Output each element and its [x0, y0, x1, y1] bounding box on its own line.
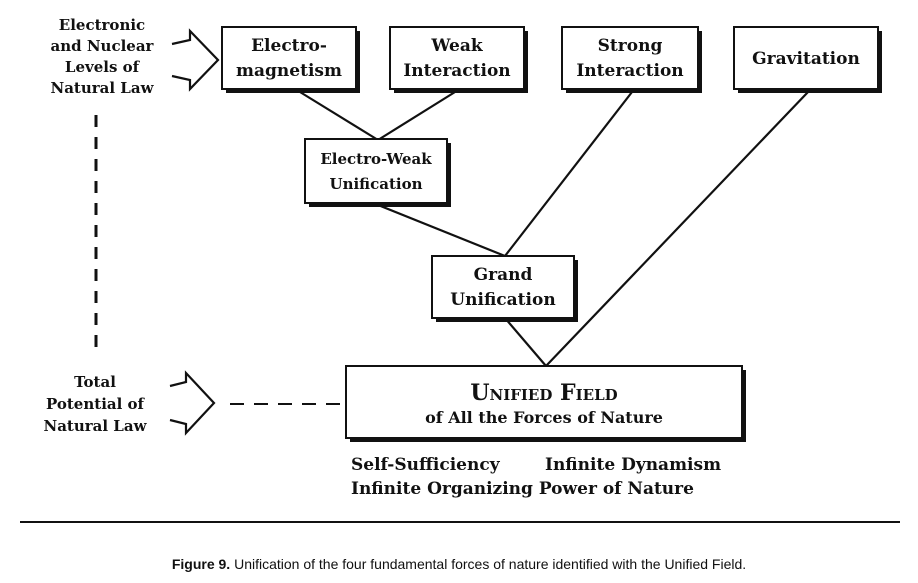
quality-self-sufficiency: Self-Sufficiency — [351, 455, 501, 475]
electroweak-unification-box: Electro-Weak Unification — [304, 138, 451, 207]
gravitation-label: Gravitation — [752, 49, 860, 69]
bottom-arrow-icon — [169, 370, 216, 436]
gravitation-box: Gravitation — [733, 26, 882, 93]
grand-line-1: Grand — [474, 265, 533, 285]
left-bottom-line-3: Natural Law — [44, 417, 148, 435]
unified-field-title: Unified Field — [470, 380, 617, 406]
unified-field-box: Unified Field of All the Forces of Natur… — [345, 365, 746, 442]
total-potential-label: Total Potential of Natural Law — [44, 373, 148, 435]
electroweak-line-2: Unification — [330, 175, 423, 193]
connector-electroweak-to-grand — [377, 203, 506, 258]
qualities-text: Self-Sufficiency Infinite Dynamism Infin… — [351, 455, 721, 499]
left-bottom-line-1: Total — [74, 373, 116, 391]
weak-line-1: Weak — [430, 36, 484, 56]
electroweak-line-1: Electro-Weak — [320, 150, 432, 168]
electronic-nuclear-levels-label: Electronic and Nuclear Levels of Natural… — [51, 16, 155, 97]
quality-organizing-power: Infinite Organizing Power of Nature — [351, 479, 694, 499]
electromagnetism-box: Electro- magnetism — [221, 26, 360, 93]
left-top-line-1: Electronic — [59, 16, 145, 34]
left-top-line-4: Natural Law — [51, 79, 155, 97]
connector-weak-to-electroweak — [377, 91, 456, 141]
connector-lines — [299, 91, 809, 367]
figure-caption: Figure 9. Unification of the four fundam… — [0, 556, 918, 572]
electromagnetism-line-1: Electro- — [251, 36, 327, 56]
weak-line-2: Interaction — [403, 61, 510, 81]
unified-field-subtitle: of All the Forces of Nature — [425, 408, 663, 427]
connector-em-to-electroweak — [299, 91, 379, 141]
top-arrow-icon — [171, 28, 220, 92]
electromagnetism-line-2: magnetism — [236, 61, 342, 81]
connector-gravitation-to-unified — [545, 91, 809, 367]
grand-line-2: Unification — [450, 290, 555, 310]
strong-interaction-box: Strong Interaction — [561, 26, 702, 93]
left-top-line-3: Levels of — [65, 58, 141, 76]
figure-caption-text: Unification of the four fundamental forc… — [230, 556, 747, 572]
strong-line-1: Strong — [598, 36, 663, 56]
connector-strong-to-grand — [504, 91, 633, 257]
connector-grand-to-unified — [504, 317, 547, 367]
weak-interaction-box: Weak Interaction — [389, 26, 528, 93]
left-top-line-2: and Nuclear — [51, 37, 155, 55]
strong-line-2: Interaction — [576, 61, 683, 81]
grand-unification-box: Grand Unification — [431, 255, 578, 322]
figure-caption-label: Figure 9. — [171, 556, 231, 572]
left-bottom-line-2: Potential of — [46, 395, 146, 413]
quality-infinite-dynamism: Infinite Dynamism — [545, 455, 721, 475]
